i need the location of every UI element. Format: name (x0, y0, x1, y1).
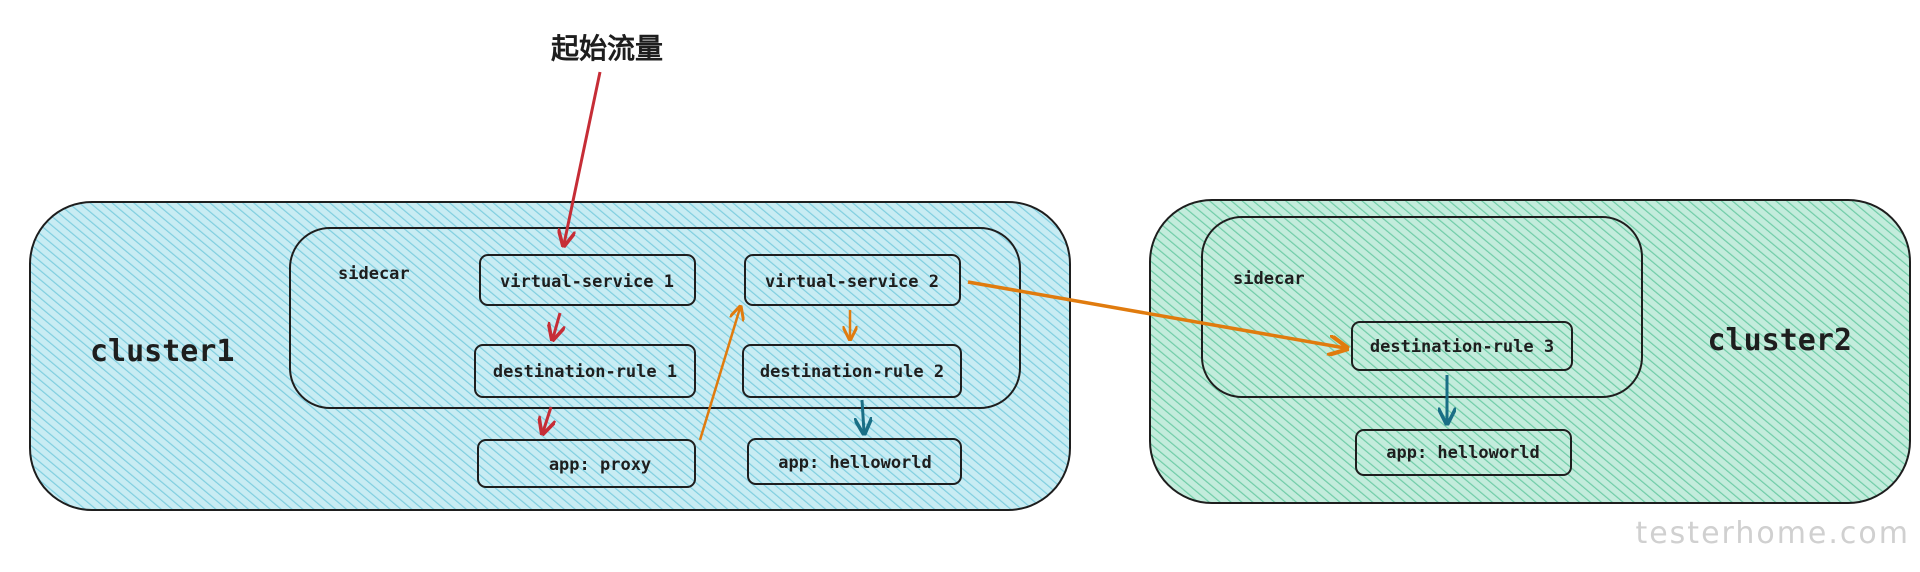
app-proxy-label: app: proxy (549, 455, 651, 475)
app-helloworld-1-label: app: helloworld (778, 453, 932, 473)
app-helloworld-1-box (747, 438, 962, 485)
proxy-to-vs2-arrow (698, 308, 740, 441)
virtual-service-2-box (744, 254, 961, 306)
destination-rule-2-label: destination-rule 2 (760, 362, 944, 382)
cluster1-label: cluster1 (90, 334, 235, 369)
destination-rule-3-box (1351, 321, 1573, 371)
app-helloworld-2-box (1355, 429, 1572, 476)
destination-rule-1-box (474, 344, 696, 398)
vs1-to-dr1-arrow (553, 312, 560, 338)
app-proxy-box (477, 439, 696, 488)
cluster1-sidecar-label: sidecar (338, 264, 410, 284)
virtual-service-2-label: virtual-service 2 (765, 272, 939, 292)
cluster2-container (1149, 199, 1911, 504)
cluster1-sidecar-box (289, 227, 1021, 409)
cluster2-sidecar-box (1201, 216, 1643, 398)
dr2-to-helloworld-arrow (862, 399, 864, 432)
virtual-service-1-label: virtual-service 1 (500, 272, 674, 292)
destination-rule-2-box (742, 344, 962, 398)
cluster2-sidecar-label: sidecar (1233, 269, 1305, 289)
cluster2-label: cluster2 (1708, 323, 1853, 358)
initial-traffic-arrow (564, 71, 602, 244)
virtual-service-1-box (479, 254, 696, 306)
destination-rule-1-label: destination-rule 1 (493, 362, 677, 382)
dr1-to-proxy-arrow (543, 406, 551, 432)
initial-traffic-label: 起始流量 (551, 32, 663, 65)
app-helloworld-2-label: app: helloworld (1386, 443, 1540, 463)
watermark-text: testerhome.com (1635, 516, 1910, 551)
destination-rule-3-label: destination-rule 3 (1370, 337, 1554, 357)
vs2-to-dr3-arrow (967, 280, 1345, 348)
